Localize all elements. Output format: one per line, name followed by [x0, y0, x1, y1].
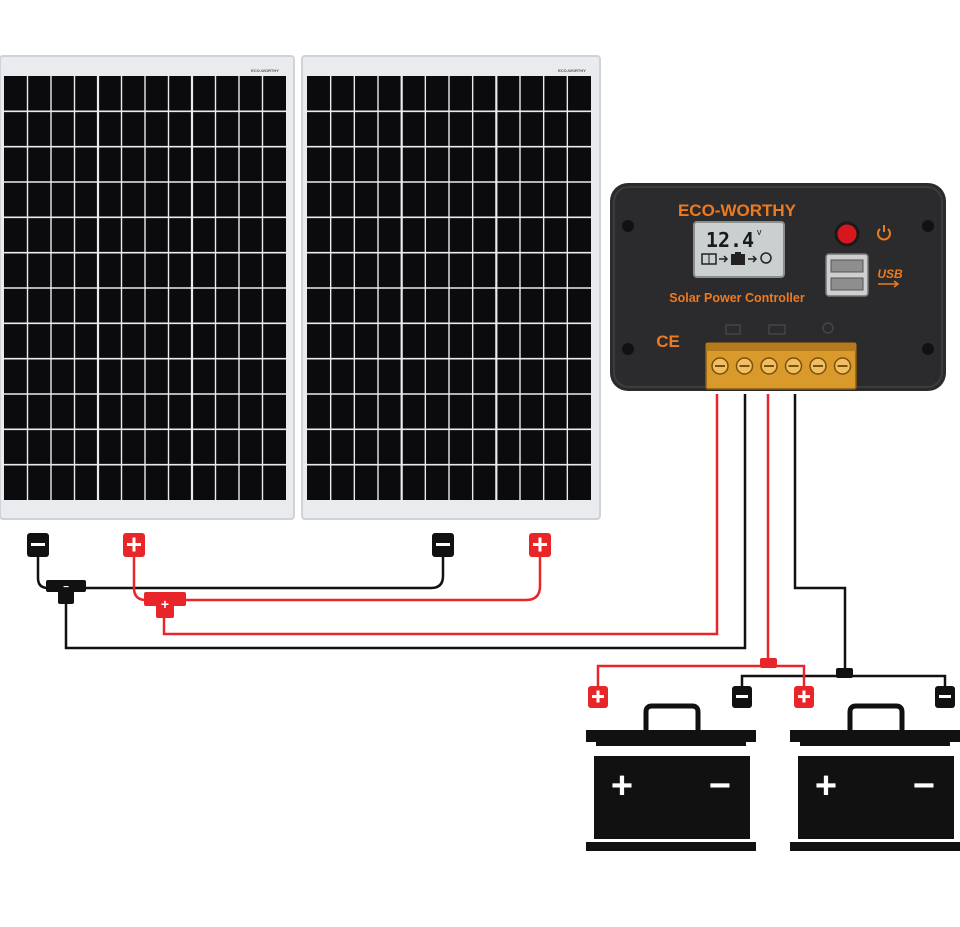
battery-plus-label: +	[611, 765, 633, 807]
ce-mark: CE	[656, 332, 680, 351]
power-button[interactable]	[834, 221, 860, 247]
terminal-icons	[725, 322, 834, 335]
terminal-solar-icon	[725, 324, 741, 335]
battery2-negative-connector	[935, 686, 955, 708]
mounting-hole	[622, 343, 634, 355]
negative-y-branch-connector: −	[46, 580, 86, 604]
mounting-hole	[922, 343, 934, 355]
battery-2: + −	[790, 703, 960, 851]
terminal-block	[705, 342, 857, 390]
mounting-hole	[922, 220, 934, 232]
solar-charge-controller: ECO-WORTHY 12.4 v U	[610, 183, 946, 391]
controller-product-name: Solar Power Controller	[669, 291, 805, 305]
positive-wires	[132, 394, 806, 690]
panel-cell-grid	[307, 76, 591, 500]
combined-positive-to-controller	[162, 394, 719, 636]
battery-1: + −	[586, 703, 756, 851]
usb-label: USB	[877, 267, 903, 281]
mounting-hole	[622, 220, 634, 232]
lcd-display: 12.4 v	[693, 221, 785, 278]
controller-brand: ECO-WORTHY	[678, 201, 797, 220]
battery-minus-label: −	[913, 765, 935, 807]
lcd-voltage-reading: 12.4	[706, 228, 754, 252]
connector-minus-label: −	[63, 582, 69, 593]
usb-ports[interactable]	[825, 253, 869, 297]
battery-plus-label: +	[815, 765, 837, 807]
panel1-negative-connector	[27, 533, 49, 557]
lcd-unit: v	[757, 227, 762, 237]
lcd-bulb-icon	[760, 252, 772, 264]
battery-positive-bus	[596, 664, 806, 690]
battery-handle	[643, 703, 701, 732]
panel-brand-label: ECO-WORTHY	[558, 68, 586, 73]
battery-handle	[847, 703, 905, 732]
panel-brand-label: ECO-WORTHY	[251, 68, 279, 73]
battery-minus-label: −	[709, 765, 731, 807]
panel-cell-grid	[4, 76, 286, 500]
battery-positive-splitter	[760, 658, 777, 668]
panel2-positive-connector	[529, 533, 551, 557]
lcd-solar-icon	[701, 253, 717, 265]
usb-icon	[878, 280, 900, 288]
battery1-negative-connector	[732, 686, 752, 708]
panel2-negative-connector	[432, 533, 454, 557]
solar-panel-2: ECO-WORTHY	[301, 55, 601, 520]
power-icon	[877, 225, 891, 241]
terminal-screws	[711, 357, 852, 375]
battery1-positive-connector	[588, 686, 608, 708]
battery-negative-splitter	[836, 668, 853, 678]
terminal-battery-icon	[768, 324, 786, 335]
panel2-negative-wire	[78, 556, 445, 590]
battery-negative-bus	[740, 674, 947, 690]
positive-y-branch-connector: +	[144, 592, 186, 618]
connector-plus-label: +	[161, 596, 169, 612]
combined-negative-to-controller	[64, 394, 747, 650]
terminal-load-icon	[822, 322, 834, 334]
lcd-battery-icon	[731, 252, 745, 265]
lcd-arrow-icon	[719, 255, 729, 263]
solar-panel-1: ECO-WORTHY	[0, 55, 295, 520]
controller-negative-to-battery	[793, 394, 847, 668]
battery2-positive-connector	[794, 686, 814, 708]
usb-port[interactable]	[830, 259, 864, 273]
lcd-arrow-icon	[748, 255, 758, 263]
usb-port[interactable]	[830, 277, 864, 291]
panel2-positive-wire	[180, 556, 542, 602]
panel1-positive-connector	[123, 533, 145, 557]
